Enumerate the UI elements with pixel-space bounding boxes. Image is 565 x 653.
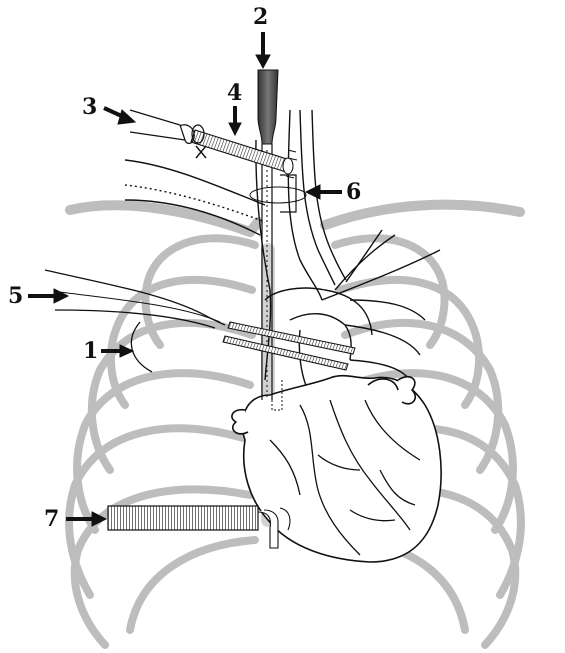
label-2: 2 xyxy=(253,6,268,28)
label-4: 4 xyxy=(227,82,242,104)
arrow-3-head xyxy=(118,110,135,124)
label-6: 6 xyxy=(346,181,361,203)
label-3: 3 xyxy=(82,96,97,118)
needle-3-barrel xyxy=(130,110,185,140)
band-6-loop xyxy=(250,187,306,203)
right-branch-1 xyxy=(322,250,440,300)
sheath-4-body xyxy=(191,130,290,172)
arrow-5-head xyxy=(54,289,68,303)
heart xyxy=(232,376,441,562)
item-4-sheath xyxy=(191,130,297,178)
left-rib-7 xyxy=(130,540,255,630)
label-1: 1 xyxy=(83,340,98,362)
catheter-5-coil-a xyxy=(228,322,355,354)
arrow-2-head xyxy=(256,55,270,68)
needle-3-clamp xyxy=(196,146,206,158)
jugular-vein-right-wall xyxy=(288,110,322,300)
subclavian-vein-upper xyxy=(125,160,265,205)
item-7-drain xyxy=(108,506,290,548)
right-clavicle xyxy=(325,205,520,225)
catheter-2-hub xyxy=(258,70,278,144)
catheter-5-coil-b xyxy=(223,336,348,370)
sheath-4-end xyxy=(283,158,293,174)
arrow-6-head xyxy=(306,185,320,199)
left-clavicle xyxy=(70,205,258,232)
label-5: 5 xyxy=(8,285,23,307)
drain-7-coil xyxy=(108,506,258,530)
item-3-needle xyxy=(130,110,206,158)
label-7: 7 xyxy=(44,508,59,530)
right-branch-4 xyxy=(350,300,425,320)
arrow-4-head xyxy=(229,123,241,135)
